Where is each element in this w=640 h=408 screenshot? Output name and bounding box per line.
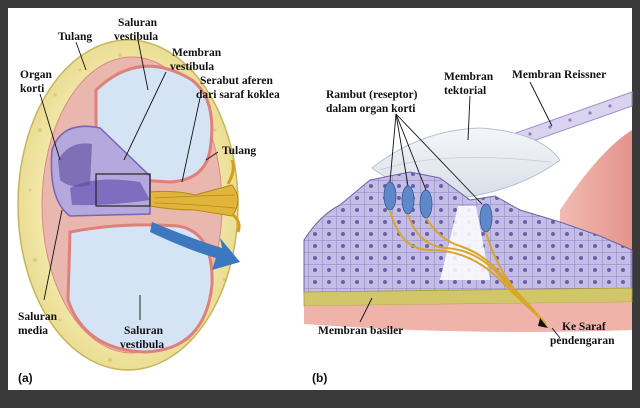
- label-membran-tektorial-1: Membran: [444, 71, 494, 83]
- panel-b-pointers: [359, 81, 561, 339]
- organ-of-corti-a: [70, 179, 150, 206]
- lower-vestibular-canal: [66, 223, 214, 354]
- label-organ-korti-1: Organ: [20, 69, 53, 81]
- cochlear-nerve-a: [149, 184, 239, 217]
- label-serabut-2: dari saraf koklea: [196, 89, 280, 101]
- label-membran-basiler: Membran basiler: [318, 325, 403, 337]
- panel-b-labels: Rambut (reseptor) dalam organ korti Memb…: [312, 69, 615, 385]
- label-membran-tektorial-2: tektorial: [444, 85, 486, 97]
- panel-a-id: (a): [18, 371, 33, 385]
- label-membran-vestibula-2: vestibula: [170, 61, 214, 73]
- label-saluran-media-2: media: [18, 325, 48, 337]
- label-rambut-1: Rambut (reseptor): [326, 89, 418, 101]
- label-saluran-media-1: Saluran: [18, 311, 58, 323]
- label-saluran-vestibula-bottom-1: Saluran: [124, 325, 164, 337]
- panel-a-labels: Tulang Saluran vestibula Membran vestibu…: [18, 17, 280, 385]
- label-membran-vestibula-1: Membran: [172, 47, 222, 59]
- panel-a-illustration: [17, 39, 241, 371]
- label-membran-reissner: Membran Reissner: [512, 69, 606, 81]
- label-saluran-vestibula-bottom-2: vestibula: [120, 339, 164, 351]
- label-ke-saraf-1: Ke Saraf: [562, 321, 606, 333]
- zoom-box: [95, 173, 151, 207]
- label-rambut-2: dalam organ korti: [326, 103, 416, 115]
- nerve-fibers-b: [389, 209, 547, 325]
- label-saluran-vestibula-top-2: vestibula: [114, 31, 158, 43]
- nerve-arrow: [538, 318, 548, 328]
- label-saluran-vestibula-top-1: Saluran: [118, 17, 158, 29]
- label-organ-korti-2: korti: [20, 83, 45, 95]
- panel-b-illustration: [303, 91, 633, 332]
- panel-a-pointers: [39, 39, 219, 320]
- panel-b-id: (b): [312, 371, 327, 385]
- label-ke-saraf-2: pendengaran: [550, 335, 615, 347]
- label-tulang-top: Tulang: [58, 31, 92, 43]
- label-tulang-right: Tulang: [222, 145, 256, 157]
- label-serabut-1: Serabut aferen: [200, 75, 274, 87]
- zoom-arrow: [150, 222, 240, 270]
- lower-tissue: [304, 302, 632, 332]
